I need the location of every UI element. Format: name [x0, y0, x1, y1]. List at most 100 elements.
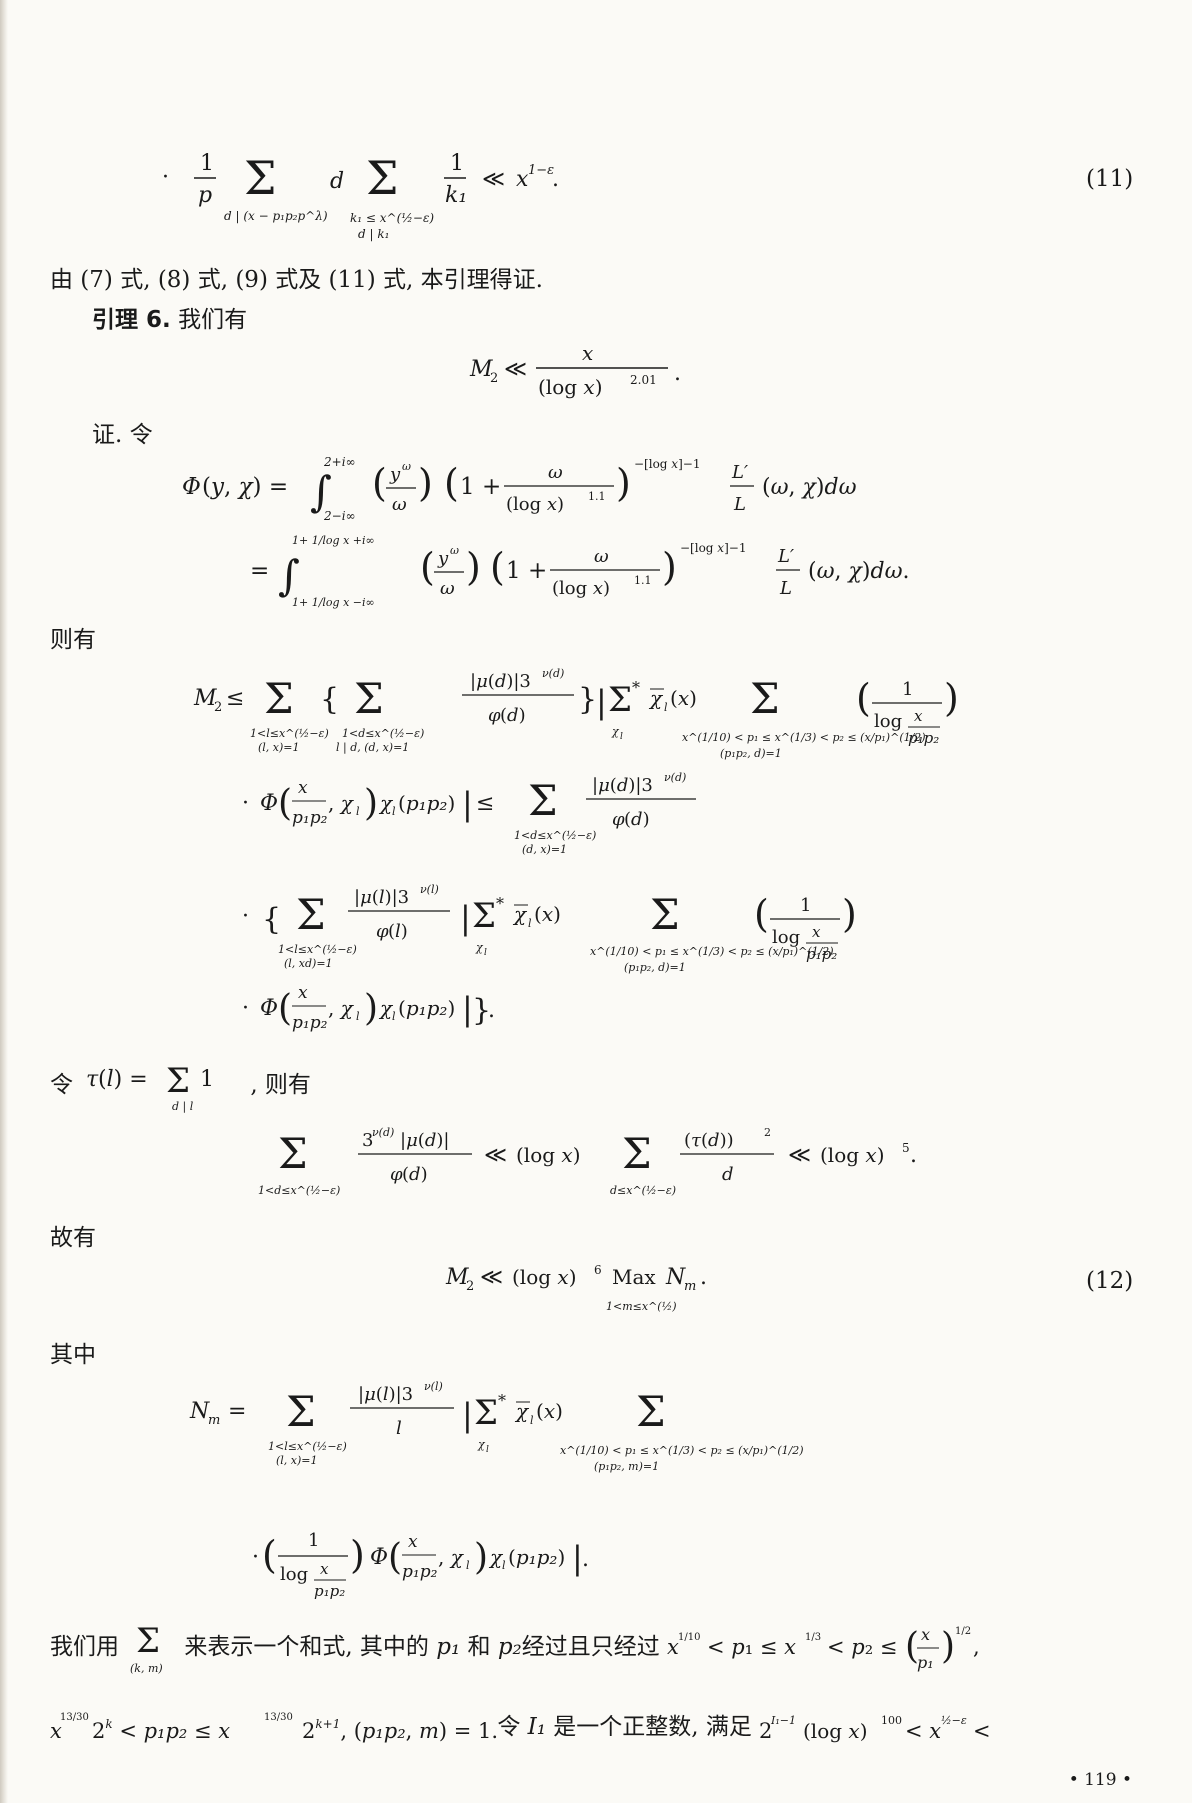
svg-text:(: (: [905, 1626, 919, 1667]
svg-text:Σ: Σ: [286, 1387, 316, 1436]
svg-text:M: M: [445, 1265, 469, 1290]
svg-text:(x): (x): [534, 902, 561, 926]
svg-text:χ: χ: [611, 725, 620, 738]
svg-text:(p₁p₂): (p₁p₂): [508, 1545, 565, 1569]
svg-text:(log x): (log x): [820, 1143, 885, 1167]
svg-text:1: 1: [450, 151, 464, 176]
equation-phi-definition-2: = ∫ 1+ 1/log x +i∞ 1+ 1/log x −i∞ ( y ω …: [250, 528, 950, 618]
svg-text:|μ(d)|3: |μ(d)|3: [592, 775, 653, 796]
svg-text:x: x: [812, 923, 821, 941]
svg-text:1.1: 1.1: [588, 490, 606, 503]
svg-text:x: x: [408, 1532, 418, 1552]
svg-text:l: l: [392, 805, 396, 818]
svg-text:p₁p₂: p₁p₂: [908, 729, 939, 747]
sum-notation-mid: 来表示一个和式, 其中的: [184, 1634, 429, 1660]
tau-def-prefix: 令: [50, 1072, 73, 1098]
svg-text:): ): [350, 1533, 365, 1577]
lemma-statement: 我们有: [178, 307, 248, 333]
svg-text:ω: ω: [440, 578, 455, 599]
svg-text:ν(l): ν(l): [420, 883, 439, 896]
equation-number-12: (12): [1086, 1268, 1134, 1294]
svg-text:(p₁p₂, d)=1: (p₁p₂, d)=1: [720, 747, 782, 760]
svg-text:*: *: [632, 678, 640, 697]
svg-text:(x): (x): [670, 686, 697, 710]
I1-condition: 2 I₁−1 (log x) 100 < x ½−ε <: [759, 1700, 1009, 1756]
svg-text:1 +: 1 +: [460, 474, 501, 500]
equation-nm-definition: N m = Σ 1<l≤x^(½−ε) (l, x)=1 |μ(l)|3 ν(l…: [189, 1378, 890, 1608]
svg-text:.: .: [910, 1143, 917, 1168]
svg-text:k₁ ≤ x^(½−ε): k₁ ≤ x^(½−ε): [350, 211, 434, 225]
svg-text:φ: φ: [390, 1164, 403, 1185]
svg-text:}: }: [472, 993, 491, 1028]
svg-text:Σ: Σ: [636, 1387, 666, 1436]
svg-text:1<m≤x^(½): 1<m≤x^(½): [606, 1300, 677, 1313]
svg-text:p₁p₂: p₁p₂: [292, 808, 328, 828]
svg-text:(l, x)=1: (l, x)=1: [276, 1454, 318, 1467]
svg-text:): ): [616, 461, 631, 505]
svg-text:ω: ω: [594, 546, 609, 567]
svg-text:y: y: [389, 464, 401, 485]
lemma-title: 引理 6.: [92, 307, 171, 333]
svg-text:−[log x]−1: −[log x]−1: [634, 457, 700, 471]
sum-km-subscript: (k, m): [130, 1662, 163, 1675]
svg-text:< p₁ ≤ x: < p₁ ≤ x: [707, 1635, 796, 1659]
svg-text:−[log x]−1: −[log x]−1: [680, 541, 746, 555]
svg-text:L: L: [733, 494, 746, 515]
svg-text:1/2: 1/2: [955, 1626, 971, 1637]
svg-text:2: 2: [466, 1279, 474, 1294]
svg-text:1: 1: [902, 679, 913, 700]
svg-text:Σ: Σ: [750, 674, 780, 723]
svg-text:Σ: Σ: [264, 674, 294, 723]
svg-text:x: x: [298, 778, 308, 798]
svg-text:φ: φ: [612, 809, 625, 830]
svg-text:(l, x)=1: (l, x)=1: [258, 741, 300, 754]
svg-text:log: log: [874, 711, 902, 732]
equation-12: M 2 ≪ (log x) 6 Max N m . 1<m≤x^(½): [445, 1250, 746, 1330]
scan-edge-shadow: [0, 0, 8, 1803]
svg-text:Σ: Σ: [608, 680, 632, 720]
svg-text:ω: ω: [392, 494, 407, 515]
svg-text:(p₁p₂): (p₁p₂): [398, 791, 455, 815]
hence-have: 故有: [50, 1225, 96, 1251]
svg-text:2: 2: [214, 700, 222, 715]
svg-text:1<d≤x^(½−ε): 1<d≤x^(½−ε): [514, 829, 596, 842]
svg-text:y: y: [437, 548, 449, 569]
svg-text:·: ·: [162, 165, 169, 190]
svg-text:Φ: Φ: [182, 474, 201, 500]
svg-text:*: *: [498, 1391, 506, 1410]
tau-definition-line: 令 τ (l) = Σ d | l 1 , 则有: [50, 1058, 311, 1114]
svg-text:L′: L′: [777, 546, 794, 567]
svg-text:Σ: Σ: [136, 1621, 160, 1661]
svg-text:p₁p₂: p₁p₂: [402, 1562, 438, 1582]
svg-text:l: l: [356, 805, 360, 818]
svg-text:l: l: [466, 1559, 470, 1572]
svg-text:(p₁p₂): (p₁p₂): [398, 996, 455, 1020]
svg-text:}: }: [578, 682, 597, 717]
svg-text:Σ: Σ: [650, 890, 680, 939]
svg-text:Σ: Σ: [278, 1129, 308, 1178]
equation-number-11: (11): [1086, 166, 1134, 192]
svg-text:{: {: [320, 682, 339, 717]
svg-text:(y, χ) =: (y, χ) =: [202, 474, 288, 500]
svg-text:Σ: Σ: [296, 890, 326, 939]
svg-text:x: x: [320, 1560, 329, 1578]
svg-text:m: m: [208, 1413, 220, 1428]
svg-text:): ): [418, 461, 433, 505]
svg-text:x^(1/10) < p₁ ≤ x^(1/3) < p₂ ≤: x^(1/10) < p₁ ≤ x^(1/3) < p₂ ≤ (x/p₁)^(1…: [682, 731, 926, 744]
svg-text:ν(l): ν(l): [424, 1380, 443, 1393]
svg-text:Φ: Φ: [370, 1545, 388, 1570]
svg-text:(log x): (log x): [506, 494, 564, 515]
svg-text:m: m: [684, 1279, 696, 1294]
svg-text:x: x: [50, 1719, 62, 1743]
svg-text:d | k₁: d | k₁: [358, 227, 389, 241]
svg-text:l: l: [528, 917, 532, 930]
page-number: • 119 •: [1068, 1770, 1132, 1790]
svg-text:L′: L′: [731, 462, 748, 483]
svg-text:·: ·: [242, 791, 249, 816]
svg-text:L: L: [779, 578, 792, 599]
svg-text:1 +: 1 +: [506, 558, 547, 584]
svg-text:x: x: [914, 707, 923, 725]
svg-text:1<d≤x^(½−ε): 1<d≤x^(½−ε): [258, 1184, 340, 1197]
svg-text:1<l≤x^(½−ε): 1<l≤x^(½−ε): [268, 1440, 347, 1453]
